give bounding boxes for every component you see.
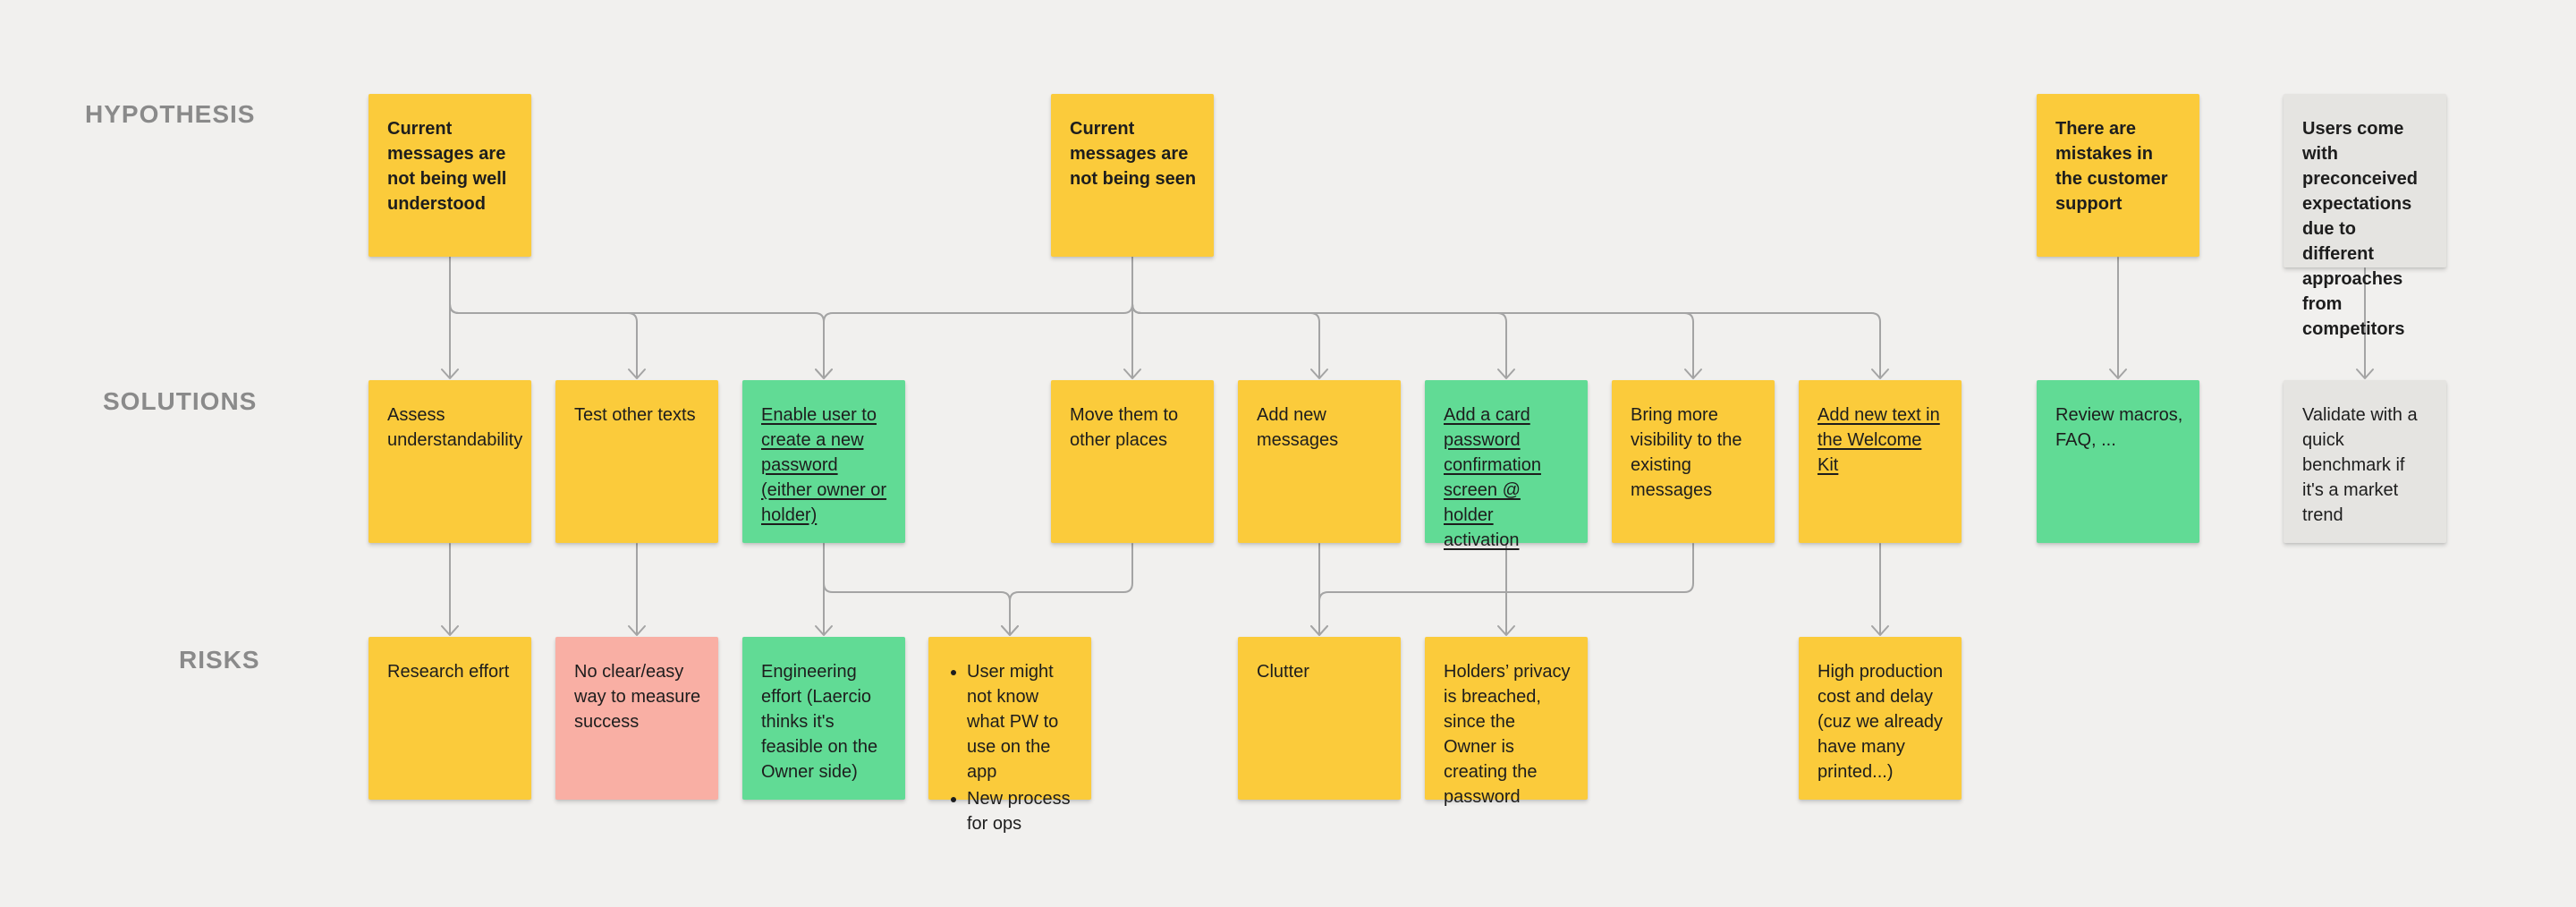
- sticky-note-hypothesis-preconceived-expectations[interactable]: Users come with preconceived expectation…: [2284, 94, 2446, 339]
- connector-h2-s3: [823, 257, 1133, 377]
- note-text: Move them to other places: [1070, 405, 1179, 450]
- row-label-solutions: SOLUTIONS: [103, 387, 258, 415]
- note-text: Review macros, FAQ, ...: [2055, 405, 2183, 450]
- sticky-note-solution-review-macros-faq[interactable]: Review macros, FAQ, ...: [2037, 380, 2199, 543]
- note-bullet-item: User might not know what PW to use on th…: [967, 659, 1075, 784]
- row-label-hypothesis: HYPOTHESIS: [85, 100, 256, 128]
- note-text: Test other texts: [574, 405, 696, 425]
- arrowhead-h4-s10: [2356, 369, 2374, 379]
- sticky-note-risk-user-pw-confusion[interactable]: User might not know what PW to use on th…: [928, 637, 1091, 834]
- sticky-note-solution-test-other-texts[interactable]: Test other texts: [555, 380, 718, 543]
- note-text: Validate with a quick benchmark if it's …: [2302, 405, 2418, 525]
- sticky-note-risk-production-cost[interactable]: High production cost and delay (cuz we a…: [1799, 637, 1962, 800]
- note-text: Add a card password confirmation screen …: [1444, 405, 1541, 550]
- sticky-note-solution-assess-understandability[interactable]: Assess understandability: [369, 380, 531, 543]
- arrowhead-h3-s9: [2109, 369, 2127, 379]
- connector-h1-s3: [449, 257, 825, 377]
- note-text: Assess understandability: [387, 405, 523, 450]
- note-text: Bring more visibility to the existing me…: [1631, 405, 1742, 500]
- sticky-note-risk-clutter[interactable]: Clutter: [1238, 637, 1401, 800]
- note-text: Add new text in the Welcome Kit: [1818, 405, 1940, 475]
- arrowhead-s8-r7: [1871, 625, 1889, 636]
- arrowhead-h2-s6: [1497, 369, 1515, 379]
- note-bullet-list: User might not know what PW to use on th…: [947, 659, 1075, 836]
- sticky-note-hypothesis-support-mistakes[interactable]: There are mistakes in the customer suppo…: [2037, 94, 2199, 257]
- arrowhead-s1-r1: [441, 625, 459, 636]
- arrowhead-s7-r5: [1310, 625, 1328, 636]
- note-text: Enable user to create a new password (ei…: [761, 405, 887, 525]
- connector-s7-r5: [1318, 543, 1694, 634]
- note-bullet-item: New process for ops: [967, 786, 1075, 836]
- arrowhead-h2-s4: [1123, 369, 1141, 379]
- note-text: Engineering effort (Laercio thinks it's …: [761, 662, 878, 782]
- connector-h1-s2: [449, 257, 638, 377]
- sticky-note-hypothesis-not-understood[interactable]: Current messages are not being well unde…: [369, 94, 531, 257]
- arrowhead-s6-r6: [1497, 625, 1515, 636]
- sticky-note-risk-holders-privacy[interactable]: Holders’ privacy is breached, since the …: [1425, 637, 1588, 807]
- connector-h2-s5: [1131, 257, 1320, 377]
- note-text: Current messages are not being well unde…: [387, 119, 507, 214]
- note-text: Users come with preconceived expectation…: [2302, 119, 2418, 339]
- row-label-risks: RISKS: [179, 646, 260, 674]
- sticky-note-solution-card-password-confirmation[interactable]: Add a card password confirmation screen …: [1425, 380, 1588, 550]
- note-text: Current messages are not being seen: [1070, 119, 1197, 189]
- sticky-note-solution-validate-benchmark[interactable]: Validate with a quick benchmark if it's …: [2284, 380, 2446, 543]
- arrowhead-h2-s7: [1684, 369, 1702, 379]
- sticky-note-solution-move-to-other-places[interactable]: Move them to other places: [1051, 380, 1214, 543]
- connector-h2-s8: [1131, 257, 1881, 377]
- arrowhead-h1-s1: [441, 369, 459, 379]
- sticky-note-hypothesis-not-seen[interactable]: Current messages are not being seen: [1051, 94, 1214, 257]
- arrowhead-h1-s2: [628, 369, 646, 379]
- note-text: There are mistakes in the customer suppo…: [2055, 119, 2168, 214]
- arrowhead-h2-s3: [815, 369, 833, 379]
- connector-h2-s7: [1131, 257, 1694, 377]
- sticky-note-solution-welcome-kit-text[interactable]: Add new text in the Welcome Kit: [1799, 380, 1962, 543]
- note-text: No clear/easy way to measure success: [574, 662, 701, 732]
- sticky-note-risk-engineering-effort[interactable]: Engineering effort (Laercio thinks it's …: [742, 637, 905, 800]
- sticky-note-solution-more-visibility[interactable]: Bring more visibility to the existing me…: [1612, 380, 1775, 543]
- connector-s3-r4: [823, 543, 1011, 634]
- sticky-note-risk-no-way-to-measure[interactable]: No clear/easy way to measure success: [555, 637, 718, 800]
- note-text: Add new messages: [1257, 405, 1339, 450]
- sticky-note-solution-enable-user-password[interactable]: Enable user to create a new password (ei…: [742, 380, 905, 543]
- connector-s4-r4: [1009, 543, 1133, 634]
- note-text: Research effort: [387, 662, 510, 682]
- sticky-note-risk-research-effort[interactable]: Research effort: [369, 637, 531, 800]
- arrowhead-s2-r2: [628, 625, 646, 636]
- note-text: High production cost and delay (cuz we a…: [1818, 662, 1944, 782]
- note-text: Holders’ privacy is breached, since the …: [1444, 662, 1571, 807]
- note-text: Clutter: [1257, 662, 1309, 682]
- arrowhead-h2-s5: [1310, 369, 1328, 379]
- arrowhead-s4-r4: [1001, 625, 1019, 636]
- arrowhead-h2-s8: [1871, 369, 1889, 379]
- sticky-note-solution-add-new-messages[interactable]: Add new messages: [1238, 380, 1401, 543]
- arrowhead-s3-r3: [815, 625, 833, 636]
